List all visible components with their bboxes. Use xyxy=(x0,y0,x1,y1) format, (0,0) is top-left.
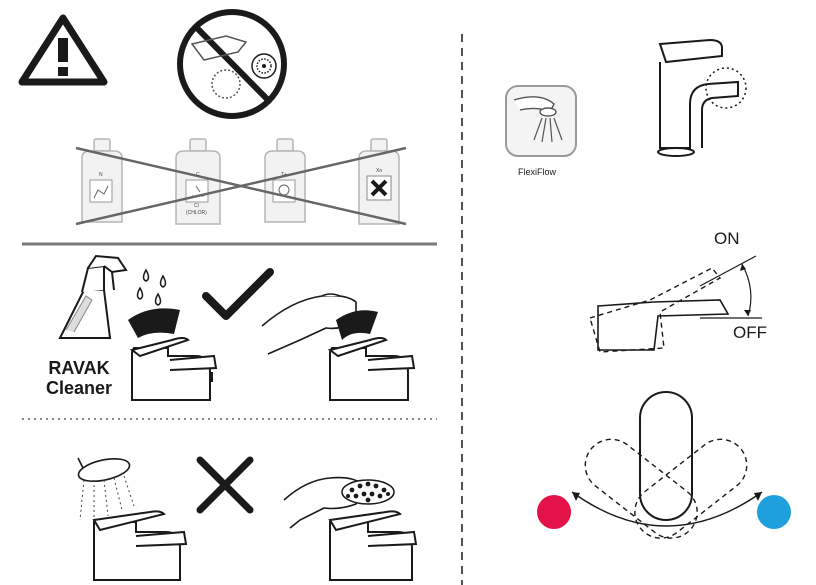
lever-on-label: ON xyxy=(714,229,740,248)
cross-icon xyxy=(196,456,254,514)
warning-icon xyxy=(18,14,108,86)
lever-angle-diagram xyxy=(589,255,762,353)
scrub-brush-icon xyxy=(341,479,395,505)
cleaner-brand-text: RAVAK xyxy=(48,358,110,378)
water-drops xyxy=(136,268,167,306)
bottle-label-xn: Xn xyxy=(376,168,383,174)
cold-indicator xyxy=(757,495,791,529)
cleaner-label: RAVAK Cleaner xyxy=(46,358,112,398)
cleaning-spray-bottle xyxy=(58,254,128,339)
bottle-label-n: N xyxy=(99,172,103,178)
no-abrasive-tools-icon xyxy=(177,9,287,119)
lever-off-label: OFF xyxy=(733,323,767,342)
faucet-icon xyxy=(129,337,218,401)
basin-faucet-icon xyxy=(657,38,747,157)
hot-cold-rotation-diagram xyxy=(537,391,791,539)
crossed-chemical-bottles xyxy=(75,138,407,226)
cleaner-word-text: Cleaner xyxy=(46,378,113,398)
shower-head-icon xyxy=(77,457,135,521)
bottle-label-t: T+ xyxy=(281,172,287,178)
bottle-label-cl: Cl xyxy=(194,203,199,209)
cloth-icon xyxy=(128,308,180,338)
faucet-icon xyxy=(327,337,416,401)
hot-indicator xyxy=(537,495,571,529)
faucet-icon xyxy=(328,510,418,581)
hand-icon xyxy=(261,293,357,355)
bottle-label-c: C xyxy=(196,172,200,178)
aerator-icon xyxy=(505,85,577,157)
check-icon xyxy=(202,268,274,320)
flexiflow-label: FlexiFlow xyxy=(518,167,557,177)
bottle-label-chlor: (CHLOR) xyxy=(186,210,207,216)
cloth-icon xyxy=(336,310,378,340)
faucet-icon xyxy=(92,510,188,581)
